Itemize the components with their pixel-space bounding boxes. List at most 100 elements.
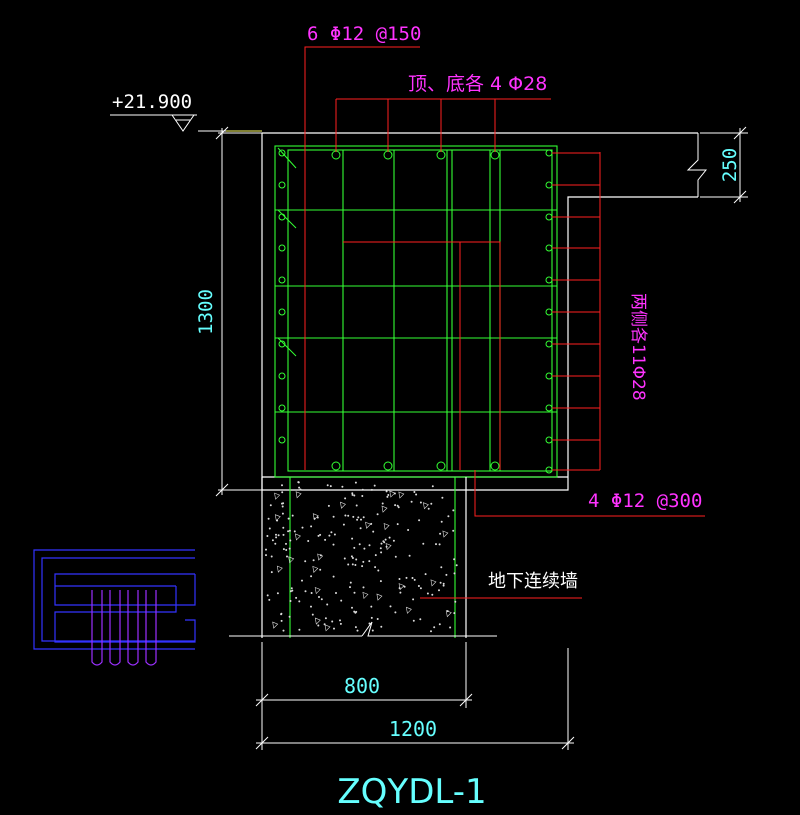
detail-inset: [33, 549, 196, 666]
concrete-dot: [291, 589, 294, 592]
aggregate-mark: [288, 556, 295, 564]
concrete-dot: [280, 613, 283, 616]
rebar-dot: [545, 340, 553, 348]
concrete-dot: [386, 495, 389, 498]
concrete-dot: [331, 620, 334, 623]
aggregate-mark: [385, 543, 392, 551]
concrete-dot: [326, 484, 329, 487]
concrete-dot: [361, 488, 364, 491]
concrete-dot: [277, 534, 280, 537]
concrete-dot: [311, 613, 314, 616]
rebar-dot: [278, 213, 286, 221]
aggregate-mark: [398, 491, 405, 499]
aggregate-mark: [276, 565, 283, 573]
concrete-dot: [332, 627, 335, 630]
concrete-dot: [266, 594, 269, 597]
concrete-dot: [362, 560, 365, 563]
concrete-dot: [350, 555, 353, 558]
concrete-dot: [281, 505, 284, 508]
rebar-dot: [383, 150, 393, 160]
concrete-dot: [357, 516, 360, 519]
aggregate-mark: [312, 513, 319, 521]
concrete-dot: [361, 565, 364, 568]
concrete-dot: [353, 610, 356, 613]
concrete-dot: [319, 533, 322, 536]
concrete-dot: [377, 569, 380, 572]
concrete-dot: [280, 619, 283, 622]
rebar-dot: [278, 149, 286, 157]
concrete-dot: [354, 626, 357, 629]
concrete-dot: [297, 481, 300, 484]
concrete-dot: [288, 615, 291, 618]
concrete-dot: [372, 530, 375, 533]
concrete-dot: [338, 619, 341, 622]
concrete-dot: [370, 488, 373, 491]
concrete-dot: [426, 592, 429, 595]
concrete-dot: [287, 530, 290, 533]
aggregate-mark: [314, 587, 321, 595]
concrete-dot: [394, 555, 397, 558]
concrete-dot: [276, 592, 279, 595]
aggregate-mark: [398, 583, 405, 591]
concrete-dot: [332, 543, 335, 546]
concrete-dot: [430, 502, 433, 505]
dim-wall-width: 800: [344, 674, 380, 698]
concrete-dot: [376, 513, 379, 516]
concrete-dot: [403, 585, 406, 588]
concrete-dot: [280, 502, 283, 505]
concrete-dot: [379, 547, 382, 550]
concrete-dot: [413, 490, 416, 493]
concrete-dot: [355, 558, 358, 561]
concrete-dot: [380, 551, 383, 554]
rebar-dot: [278, 340, 286, 348]
concrete-dot: [351, 563, 354, 566]
concrete-dot: [419, 618, 422, 621]
concrete-dot: [353, 591, 356, 594]
concrete-hatch: [264, 481, 458, 633]
concrete-dot: [270, 571, 273, 574]
rebar-dot: [545, 149, 553, 157]
rebar-dot: [545, 466, 553, 474]
concrete-dot: [389, 605, 392, 608]
concrete-dot: [388, 536, 391, 539]
concrete-dot: [417, 584, 420, 587]
concrete-dot: [410, 500, 413, 503]
elevation-label: +21.900: [112, 91, 192, 113]
concrete-dot: [280, 484, 283, 487]
concrete-dot: [274, 542, 277, 545]
leader-lines: [304, 46, 705, 599]
aggregate-mark: [389, 490, 396, 498]
concrete-dot: [289, 599, 292, 602]
concrete-dot: [380, 625, 383, 628]
concrete-dot: [298, 486, 301, 489]
concrete-dot: [356, 629, 359, 632]
concrete-dot: [411, 576, 414, 579]
concrete-dot: [387, 493, 390, 496]
concrete-dot: [324, 617, 327, 620]
rebar-dots: [278, 149, 553, 474]
aggregate-mark: [376, 593, 383, 601]
concrete-dot: [415, 493, 418, 496]
concrete-dot: [333, 533, 336, 536]
concrete-dot: [282, 629, 285, 632]
aggregate-mark: [274, 492, 281, 500]
concrete-dot: [319, 568, 322, 571]
concrete-dot: [453, 558, 456, 561]
diaphragm-wall: [229, 477, 497, 638]
rebar-dot: [545, 276, 553, 284]
concrete-dot: [282, 526, 285, 529]
aggregate-mark: [430, 579, 437, 587]
aggregate-mark: [312, 565, 319, 573]
concrete-dot: [310, 575, 313, 578]
concrete-dot: [438, 623, 441, 626]
concrete-dot: [433, 626, 436, 629]
concrete-dot: [408, 554, 411, 557]
rebar-dot: [278, 404, 286, 412]
aggregate-mark: [381, 505, 388, 513]
concrete-dot: [304, 590, 307, 593]
concrete-dot: [453, 612, 456, 615]
concrete-dot: [285, 555, 288, 558]
concrete-dot: [349, 581, 352, 584]
concrete-dot: [281, 491, 284, 494]
